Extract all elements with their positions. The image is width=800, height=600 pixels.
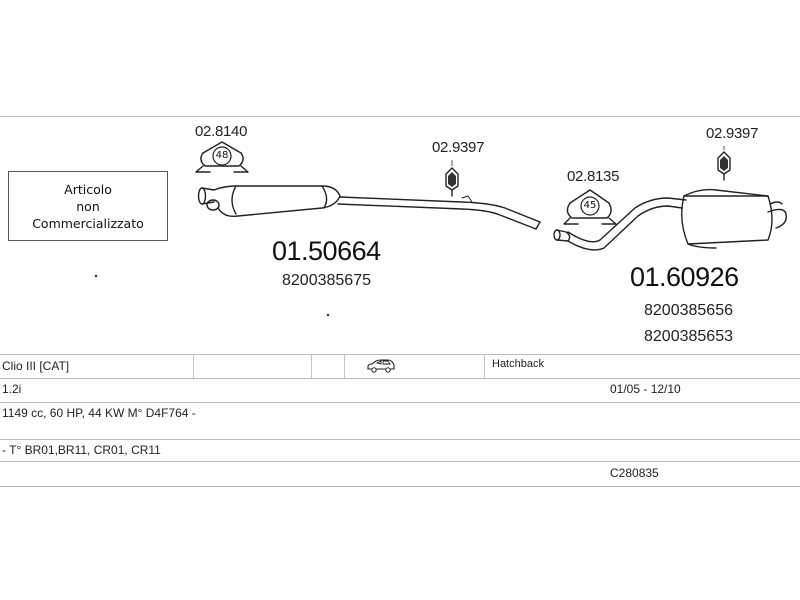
rear-section-part-number[interactable]: 01.60926 (630, 262, 739, 292)
vehicle-types: - T° BR01,BR11, CR01, CR11 (2, 443, 161, 457)
clamp-1-size-badge (212, 146, 232, 166)
hanger-2-icon (717, 151, 731, 181)
table-row-divider (0, 402, 800, 403)
table-col-divider (193, 354, 194, 378)
engine: 1.2i (2, 382, 22, 396)
production-period: 01/05 - 12/10 (610, 382, 681, 396)
body-type: Hatchback (492, 358, 544, 370)
rear-section-oem-number: 8200385653 (644, 328, 733, 345)
table-row-divider (0, 378, 800, 379)
clamp-2-size-badge (580, 196, 600, 216)
table-bottom-border (0, 486, 800, 487)
hanger-2-part-number[interactable]: 02.9397 (706, 125, 759, 142)
hanger-1-part-number[interactable]: 02.9397 (432, 139, 485, 156)
car-hatchback-icon (366, 358, 396, 377)
front-pipe (337, 195, 541, 230)
front-inlet-flange (197, 187, 220, 211)
hanger-fill (448, 156, 728, 187)
reference-dots (94, 274, 330, 317)
not-available-notice: Articolo non Commercializzato (8, 171, 168, 241)
front-section-oem-number: 8200385675 (282, 272, 371, 289)
front-muffler (213, 185, 341, 218)
notice-line: Commercializzato (32, 216, 144, 231)
notice-line: non (76, 199, 100, 214)
clamp-1-part-number[interactable]: 02.8140 (195, 123, 248, 140)
table-col-divider (344, 354, 345, 378)
clamp-1-icon (195, 141, 249, 173)
vehicle-model: Clio III [CAT] (2, 359, 70, 373)
top-border (0, 116, 800, 117)
table-row-divider (0, 461, 800, 462)
table-row-divider (0, 439, 800, 440)
clamp-2-part-number[interactable]: 02.8135 (567, 168, 620, 185)
clamp-2-size: 45 (583, 200, 597, 211)
engine-specs: 1149 cc, 60 HP, 44 KW M° D4F764 - (2, 406, 196, 420)
rear-section-oem-number: 8200385656 (644, 302, 733, 319)
clamp-2-icon (563, 189, 617, 225)
rear-pipe (553, 197, 687, 251)
table-top-border (0, 354, 800, 355)
clamp-1-size: 48 (215, 150, 229, 161)
rear-muffler (681, 188, 787, 249)
notice-line: Articolo (64, 182, 112, 197)
catalog-code: C280835 (610, 466, 659, 480)
front-section-part-number[interactable]: 01.50664 (272, 236, 381, 266)
table-col-divider (311, 354, 312, 378)
hanger-1-icon (445, 167, 459, 197)
table-col-divider (484, 354, 485, 378)
